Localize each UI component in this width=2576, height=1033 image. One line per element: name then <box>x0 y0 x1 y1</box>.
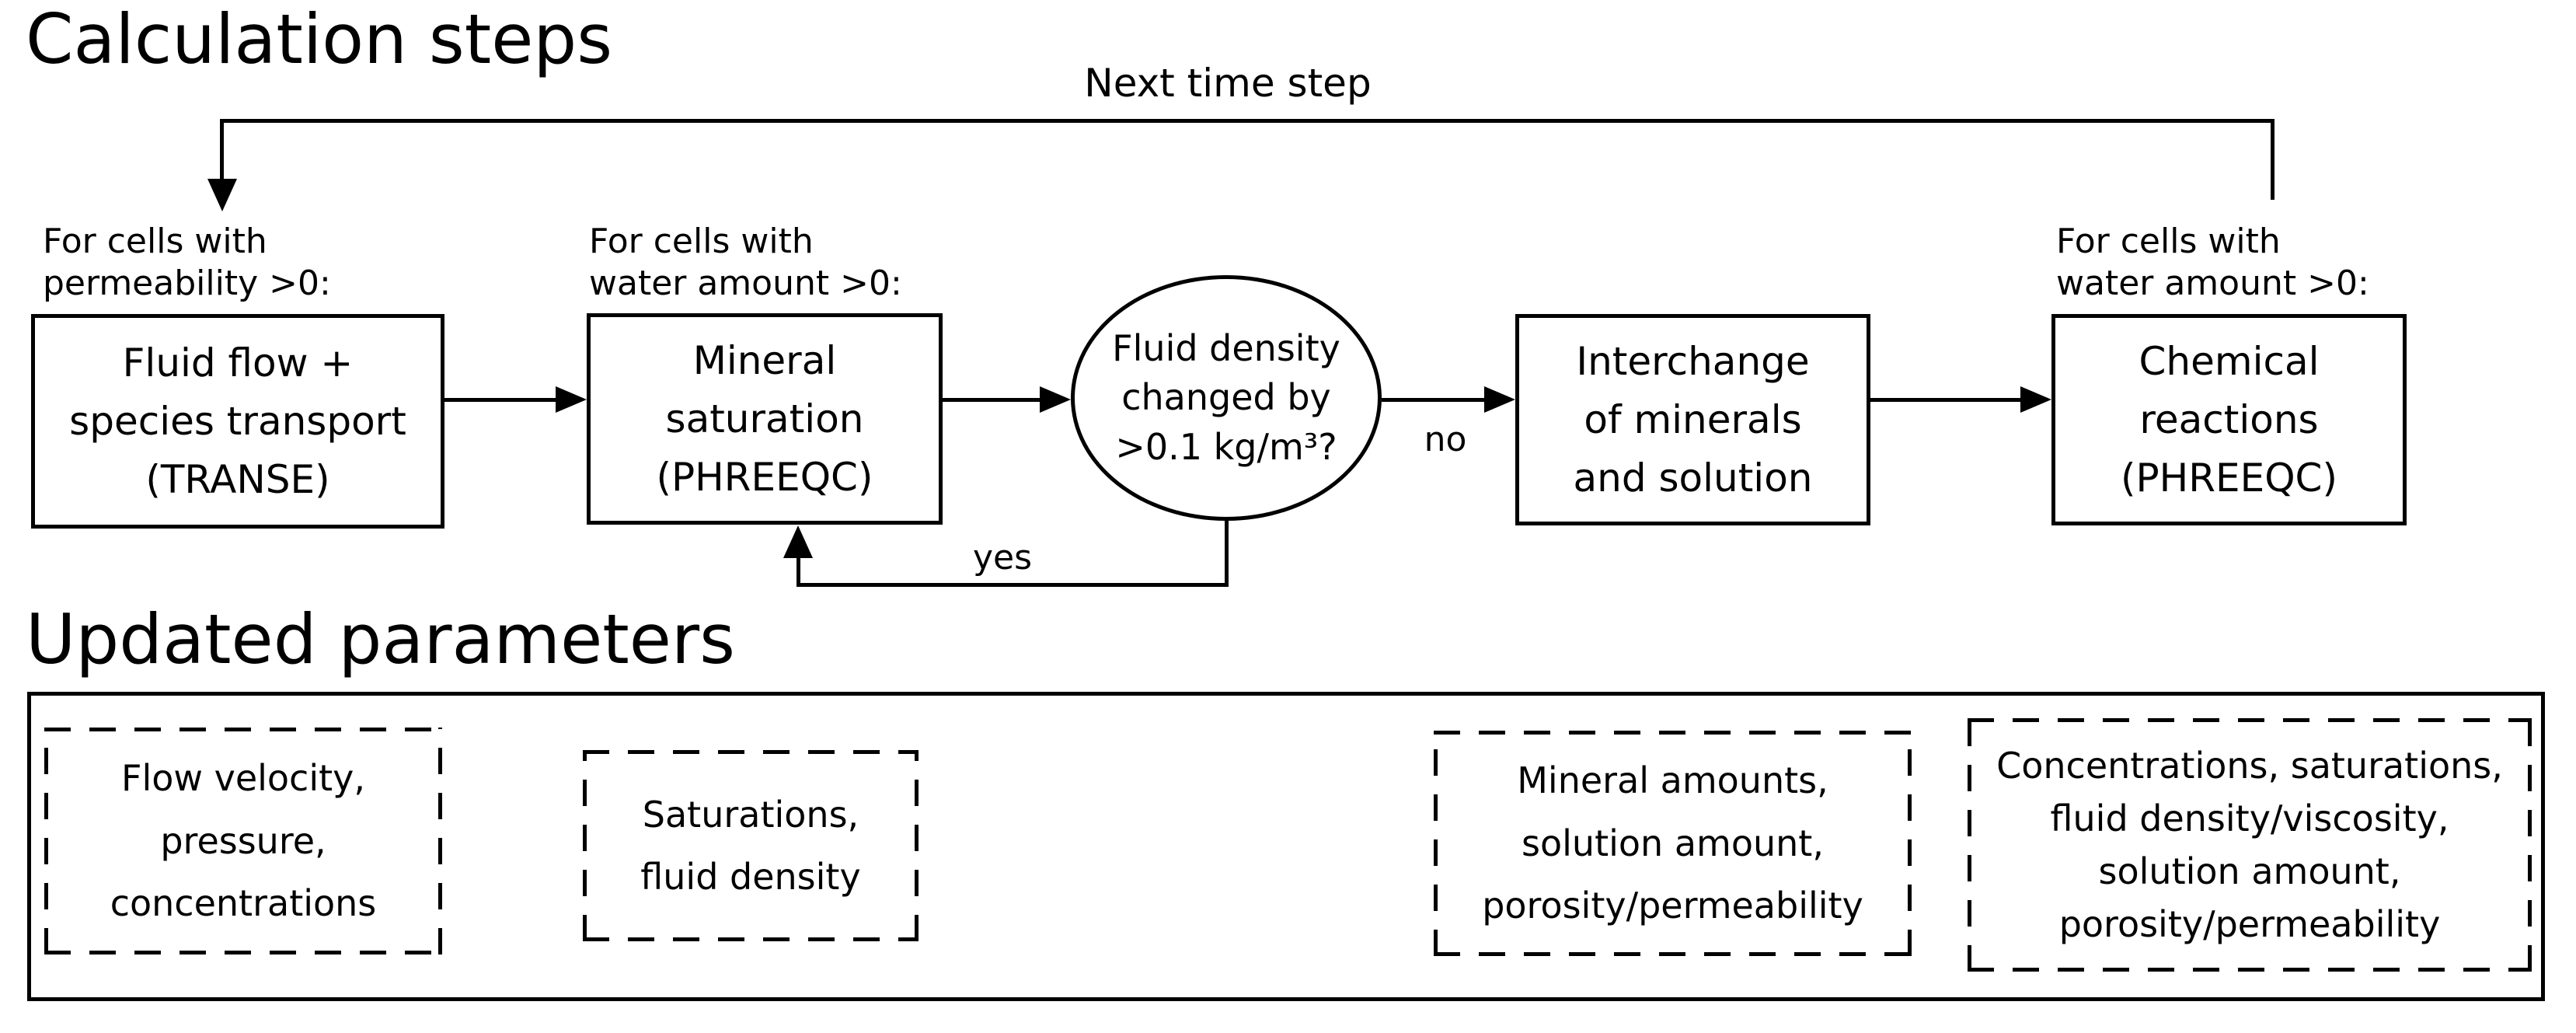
param-group-saturations: Saturations, fluid density <box>583 750 919 941</box>
no-label: no <box>1424 420 1467 459</box>
calculation-steps-title: Calculation steps <box>26 0 613 79</box>
param-group-mineral-amounts: Mineral amounts, solution amount, porosi… <box>1434 731 1912 956</box>
precondition-label-water-amount-1: For cells with water amount >0: <box>589 222 902 303</box>
arrowhead-right-icon <box>2020 386 2051 413</box>
precondition-label-permeability: For cells with permeability >0: <box>43 222 331 303</box>
param-group-flow-velocity: Flow velocity, pressure, concentrations <box>44 728 442 954</box>
yes-line-bottom <box>797 583 1229 587</box>
yes-label: yes <box>972 538 1033 578</box>
arrow-line-saturation-to-decision <box>943 398 1041 402</box>
arrowhead-up-icon <box>783 525 813 558</box>
arrowhead-right-icon <box>1484 386 1515 413</box>
arrowhead-right-icon <box>1040 386 1071 413</box>
arrow-line-interchange-to-reactions <box>1870 398 2022 402</box>
box-interchange: Interchange of minerals and solution <box>1515 314 1870 525</box>
next-time-step-line-right <box>2271 119 2274 200</box>
arrowhead-down-icon <box>207 179 237 211</box>
yes-line-up <box>797 553 800 587</box>
next-time-step-line-left <box>220 119 224 181</box>
updated-parameters-title: Updated parameters <box>26 599 735 679</box>
next-time-step-line-top <box>220 119 2274 123</box>
yes-line-down <box>1225 517 1229 587</box>
box-mineral-saturation: Mineral saturation (PHREEQC) <box>587 313 943 525</box>
precondition-label-water-amount-2: For cells with water amount >0: <box>2056 222 2369 303</box>
decision-ellipse-fluid-density: Fluid density changed by >0.1 kg/m³? <box>1071 275 1382 521</box>
box-fluid-flow: Fluid flow + species transport (TRANSE) <box>31 314 444 529</box>
arrow-line-decision-to-interchange <box>1382 398 1486 402</box>
arrow-line-fluidflow-to-saturation <box>444 398 556 402</box>
arrowhead-right-icon <box>556 386 587 413</box>
param-group-concentrations: Concentrations, saturations, fluid densi… <box>1968 718 2532 972</box>
box-chemical-reactions: Chemical reactions (PHREEQC) <box>2051 314 2407 525</box>
next-time-step-label: Next time step <box>1084 61 1372 106</box>
